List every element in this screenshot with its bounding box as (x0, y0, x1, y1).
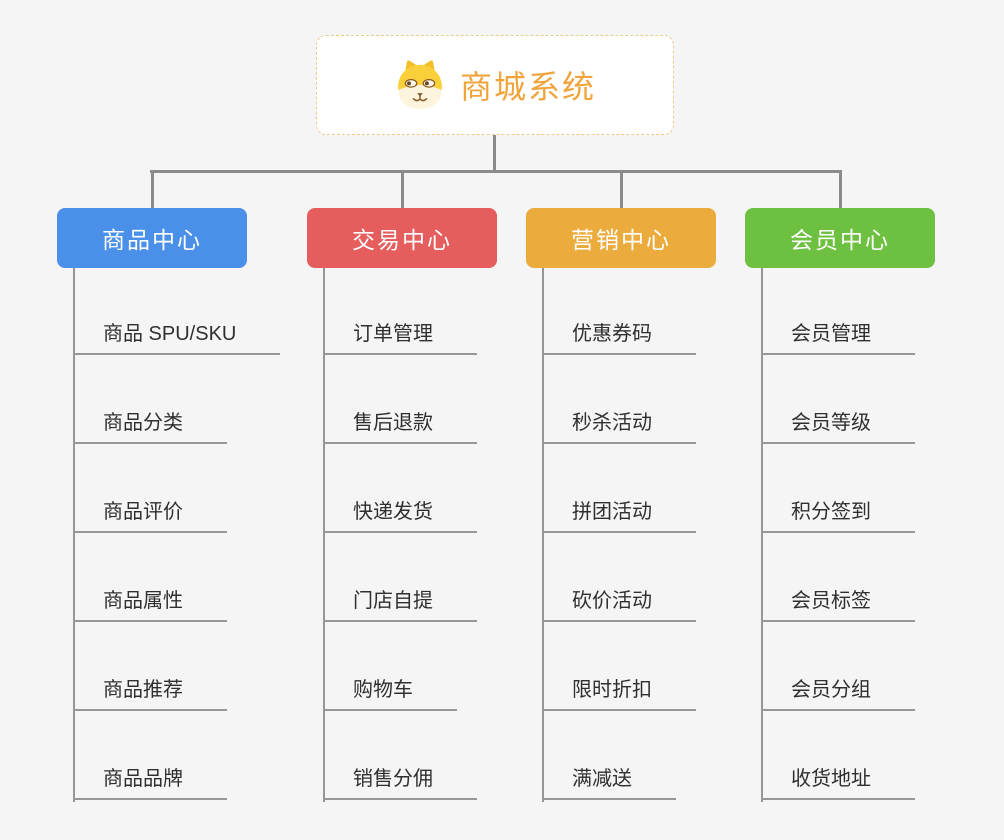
leaf-node-label: 门店自提 (353, 590, 433, 612)
leaf-node-trade-center-6[interactable]: 销售分佣 (323, 756, 477, 800)
leaf-node-label: 快递发货 (353, 501, 433, 523)
branch-trunk-line-marketing-center (542, 268, 544, 802)
leaf-node-member-center-3[interactable]: 积分签到 (761, 489, 915, 533)
leaf-node-member-center-5[interactable]: 会员分组 (761, 667, 915, 711)
root-title: 商城系统 (459, 69, 596, 105)
leaf-node-product-center-6[interactable]: 商品品牌 (73, 756, 227, 800)
branch-header-product-center[interactable]: 商品中心 (57, 208, 247, 268)
leaf-node-label: 会员管理 (791, 323, 871, 345)
leaf-node-marketing-center-2[interactable]: 秒杀活动 (542, 400, 696, 444)
leaf-node-marketing-center-4[interactable]: 砍价活动 (542, 578, 696, 622)
branch-header-marketing-center[interactable]: 营销中心 (526, 208, 716, 268)
branch-header-label: 商品中心 (102, 227, 202, 253)
branch-horizontal-line (150, 170, 842, 173)
leaf-node-label: 限时折扣 (572, 679, 652, 701)
leaf-node-label: 订单管理 (353, 323, 433, 345)
leaf-node-product-center-3[interactable]: 商品评价 (73, 489, 227, 533)
branch-drop-line-member-center (838, 170, 842, 208)
leaf-node-product-center-5[interactable]: 商品推荐 (73, 667, 227, 711)
leaf-node-label: 会员标签 (791, 590, 871, 612)
leaf-node-label: 积分签到 (791, 501, 871, 523)
leaf-node-trade-center-4[interactable]: 门店自提 (323, 578, 477, 622)
leaf-node-product-center-2[interactable]: 商品分类 (73, 400, 227, 444)
leaf-node-label: 售后退款 (353, 412, 433, 434)
branch-trunk-line-product-center (73, 268, 75, 802)
leaf-node-label: 会员分组 (791, 679, 871, 701)
branch-header-label: 会员中心 (790, 227, 890, 253)
root-connector-line (493, 135, 496, 172)
leaf-node-label: 购物车 (353, 679, 413, 701)
root-node[interactable]: 商城系统 (316, 35, 674, 135)
leaf-node-member-center-4[interactable]: 会员标签 (761, 578, 915, 622)
leaf-node-label: 会员等级 (791, 412, 871, 434)
leaf-node-trade-center-5[interactable]: 购物车 (323, 667, 457, 711)
leaf-node-label: 秒杀活动 (572, 412, 652, 434)
leaf-node-label: 商品品牌 (103, 768, 183, 790)
leaf-node-marketing-center-6[interactable]: 满减送 (542, 756, 676, 800)
branch-header-trade-center[interactable]: 交易中心 (307, 208, 497, 268)
branch-trunk-line-trade-center (323, 268, 325, 802)
leaf-node-marketing-center-3[interactable]: 拼团活动 (542, 489, 696, 533)
leaf-node-marketing-center-5[interactable]: 限时折扣 (542, 667, 696, 711)
leaf-node-trade-center-2[interactable]: 售后退款 (323, 400, 477, 444)
leaf-node-member-center-2[interactable]: 会员等级 (761, 400, 915, 444)
leaf-node-trade-center-1[interactable]: 订单管理 (323, 311, 477, 355)
leaf-node-marketing-center-1[interactable]: 优惠券码 (542, 311, 696, 355)
leaf-node-label: 收货地址 (791, 768, 871, 790)
leaf-node-product-center-1[interactable]: 商品 SPU/SKU (73, 311, 281, 355)
leaf-node-label: 商品属性 (103, 590, 183, 612)
shiba-dog-icon (394, 59, 446, 111)
branch-trunk-line-member-center (761, 268, 763, 802)
leaf-node-label: 拼团活动 (572, 501, 652, 523)
leaf-node-label: 优惠券码 (572, 323, 652, 345)
leaf-node-trade-center-3[interactable]: 快递发货 (323, 489, 477, 533)
branch-drop-line-product-center (150, 170, 154, 208)
branch-drop-line-marketing-center (619, 170, 623, 208)
leaf-node-label: 商品推荐 (103, 679, 183, 701)
branch-header-label: 交易中心 (352, 227, 452, 253)
leaf-node-label: 商品分类 (103, 412, 183, 434)
leaf-node-label: 砍价活动 (572, 590, 652, 612)
leaf-node-product-center-4[interactable]: 商品属性 (73, 578, 227, 622)
leaf-node-label: 满减送 (572, 768, 632, 790)
branch-header-member-center[interactable]: 会员中心 (745, 208, 935, 268)
branch-header-label: 营销中心 (571, 227, 671, 253)
leaf-node-label: 销售分佣 (353, 768, 433, 790)
leaf-node-label: 商品 SPU/SKU (103, 323, 237, 345)
branch-drop-line-trade-center (400, 170, 404, 208)
leaf-node-member-center-1[interactable]: 会员管理 (761, 311, 915, 355)
leaf-node-label: 商品评价 (103, 501, 183, 523)
leaf-node-member-center-6[interactable]: 收货地址 (761, 756, 915, 800)
